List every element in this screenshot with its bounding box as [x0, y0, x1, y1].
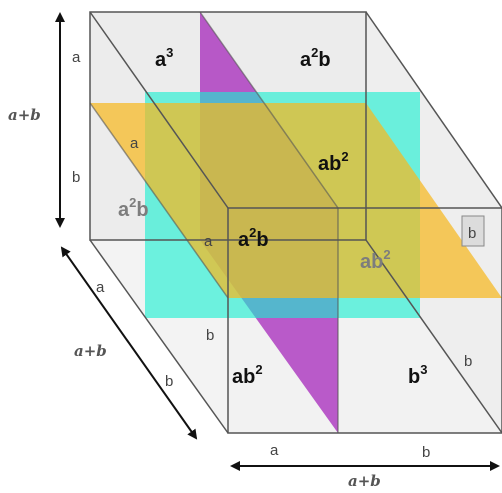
term-ab2-right: ab2	[360, 247, 391, 273]
label-bottom-a: a	[270, 442, 279, 459]
term-a3: a3	[155, 45, 173, 71]
label-right-b: b	[464, 353, 472, 370]
horizontal-plane-yellow	[90, 103, 502, 298]
term-ab2-top: ab2	[318, 149, 349, 175]
edge-top-right	[365, 11, 502, 209]
edge-bottom-right	[365, 239, 502, 434]
label-depth-a: a	[96, 279, 105, 296]
label-depth-b: b	[165, 373, 173, 390]
label-bottom-b: b	[422, 444, 430, 461]
label-right-b-box: b	[468, 225, 476, 242]
label-left-sum: a+b	[8, 106, 41, 124]
label-top-b: b	[72, 169, 80, 186]
label-front-right-b: b	[206, 327, 214, 344]
term-a2b-center: a2b	[238, 225, 269, 251]
divider-left-depth	[89, 102, 229, 299]
depth-arrow	[60, 246, 198, 440]
front-face-outline	[227, 207, 502, 434]
divider-top-split	[199, 11, 339, 209]
cube-edges	[89, 11, 502, 434]
label-plane-a-back: a	[130, 135, 139, 152]
term-ab2-front: ab2	[232, 362, 263, 388]
term-a2b-left: a2b	[118, 195, 149, 221]
right-b-box	[461, 215, 485, 247]
label-plane-a-front: a	[204, 233, 213, 250]
term-b3: b3	[408, 362, 427, 388]
label-bottom-sum: a+b	[348, 472, 381, 490]
term-a2b-top: a2b	[300, 45, 331, 71]
label-top-a: a	[72, 49, 81, 66]
label-depth-sum: a+b	[74, 342, 107, 360]
edge-top-left	[89, 11, 229, 209]
